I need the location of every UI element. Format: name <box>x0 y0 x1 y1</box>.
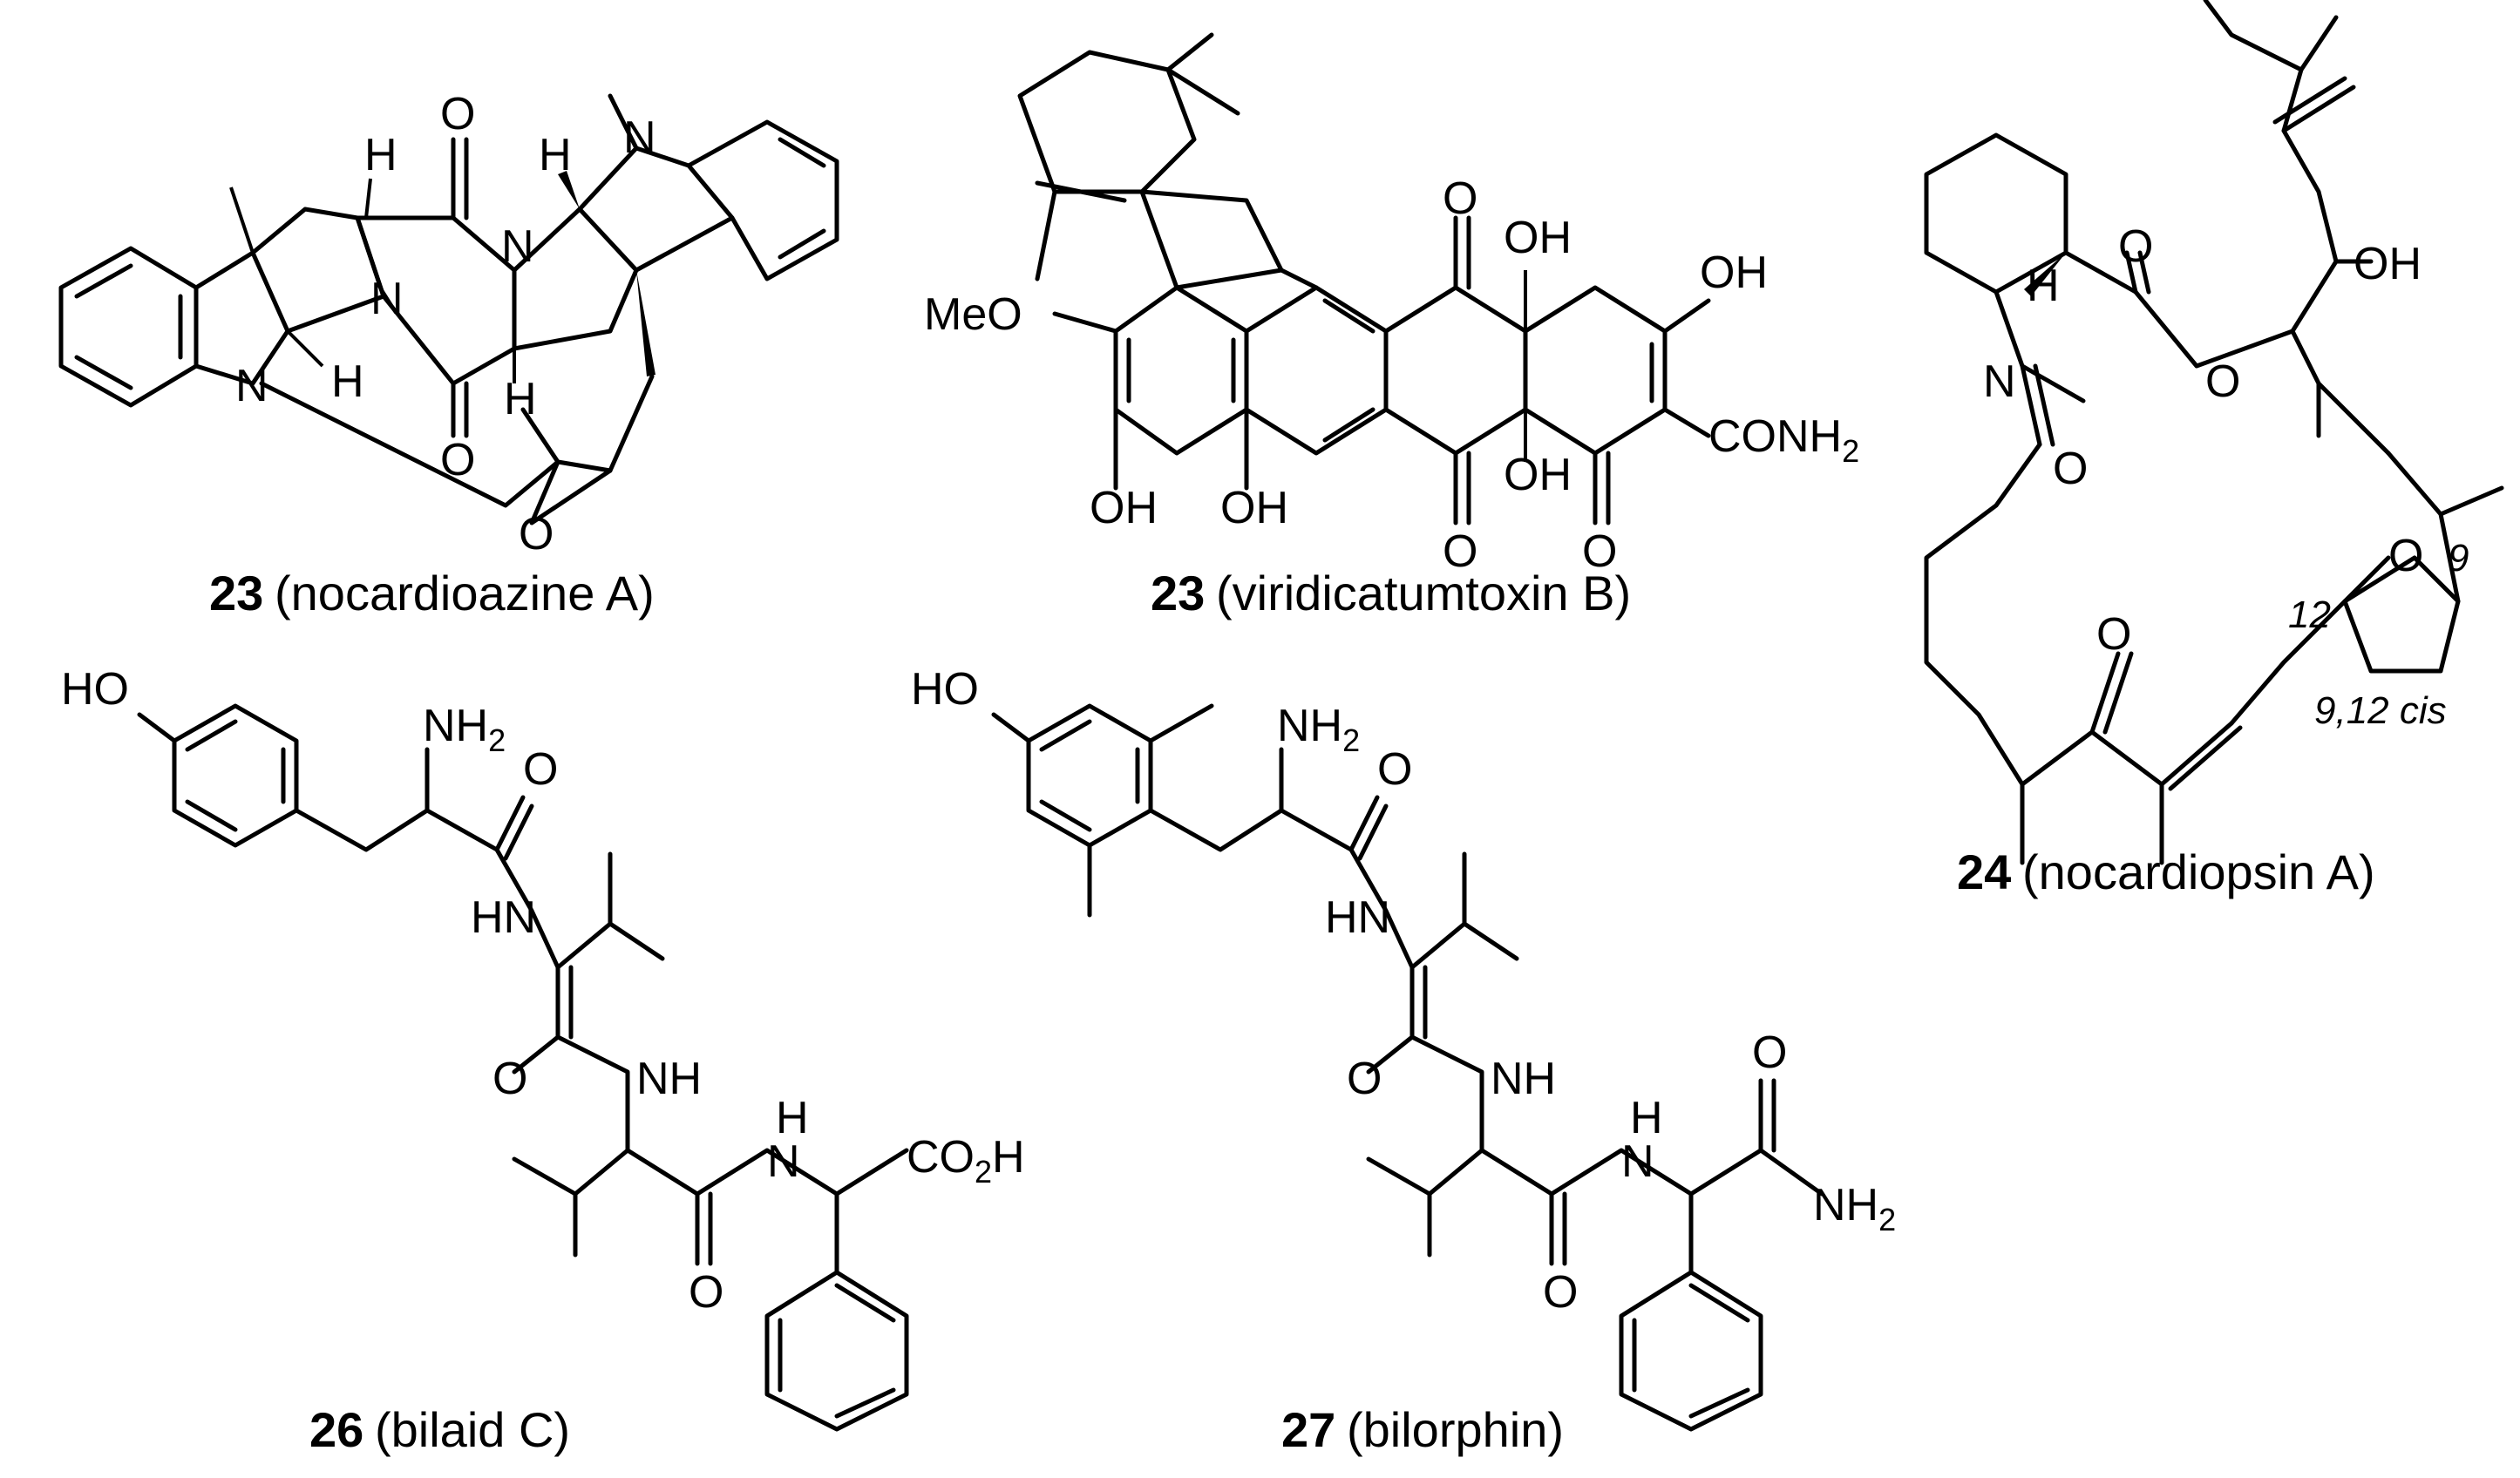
bilorphin-structure <box>991 703 1824 1432</box>
bilaid-name: (bilaid C) <box>375 1402 570 1457</box>
nocardiopsin-c12: 12 <box>2288 593 2331 636</box>
nocardioazine-n4: N <box>623 112 656 163</box>
bilorphin-amide-nh2: NH2 <box>1813 1180 1896 1237</box>
bilaid-hn: HN <box>471 892 536 943</box>
nocardiopsin-name: (nocardiopsin A) <box>2022 844 2375 899</box>
nocardioazine-benzene-left <box>58 246 199 408</box>
viridicatumtoxin-conh2: CONH2 <box>1708 411 1859 469</box>
bilorphin-name: (bilorphin) <box>1347 1402 1564 1457</box>
viridicatumtoxin-b-structure <box>1017 32 1711 525</box>
bilaid-nh: NH <box>636 1054 702 1104</box>
bilaid-o1: O <box>523 744 558 795</box>
nocardiopsin-o3: O <box>2053 444 2088 494</box>
bilorphin-o2: O <box>1347 1054 1382 1104</box>
nocardioazine-n3: N <box>501 221 534 272</box>
nocardioazine-h3: H <box>504 374 537 424</box>
nocardioazine-a-structure <box>58 93 839 525</box>
nocardioazine-number: 23 <box>209 566 263 620</box>
nocardioazine-h4: H <box>539 130 572 180</box>
nocardiopsin-n: N <box>1983 356 2016 407</box>
nocardioazine-o1: O <box>440 89 475 139</box>
nocardiopsin-o1: O <box>2118 221 2153 272</box>
nocardioazine-name: (nocardioazine A) <box>275 566 655 620</box>
bilorphin-o4: O <box>1752 1027 1787 1078</box>
nocardiopsin-stereo-note: 9,12 cis <box>2314 689 2447 732</box>
viridicatumtoxin-oh1: OH <box>1504 213 1572 263</box>
nocardiopsin-number: 24 <box>1957 844 2011 899</box>
nocardiopsin-o2: O <box>2205 356 2240 407</box>
nocardioazine-o3: O <box>519 509 554 559</box>
nocardioazine-o2: O <box>440 435 475 485</box>
bilaid-number: 26 <box>309 1402 363 1457</box>
viridicatumtoxin-meo: MeO <box>924 289 1022 340</box>
viridicatumtoxin-oh2: OH <box>1700 247 1768 298</box>
bilaid-h: H <box>776 1093 809 1143</box>
nocardiopsin-o5: O <box>2388 531 2423 581</box>
bilorphin-number: 27 <box>1281 1402 1335 1457</box>
nocardiopsin-oh: OH <box>2354 239 2422 289</box>
bilaid-n: N <box>767 1136 800 1187</box>
nocardiopsin-h: H <box>2027 261 2060 311</box>
bilaid-o2: O <box>492 1054 527 1104</box>
viridicatumtoxin-o3: O <box>1582 526 1617 577</box>
bilorphin-ho: HO <box>911 664 979 715</box>
viridicatumtoxin-oh4: OH <box>1090 483 1158 533</box>
nocardiopsin-a-structure <box>1924 0 2504 865</box>
bilorphin-o3: O <box>1543 1267 1578 1318</box>
viridicatumtoxin-oh5: OH <box>1220 483 1288 533</box>
nocardiopsin-c9: 9 <box>2448 537 2469 580</box>
bilaid-nh2: NH2 <box>423 701 506 758</box>
nocardioazine-h2: H <box>331 356 364 407</box>
bilorphin-h: H <box>1630 1093 1663 1143</box>
viridicatumtoxin-o1: O <box>1443 173 1477 224</box>
bilorphin-nh: NH <box>1491 1054 1556 1104</box>
bilaid-ho: HO <box>61 664 129 715</box>
nocardiopsin-o4: O <box>2096 609 2131 660</box>
bilorphin-hn: HN <box>1325 892 1390 943</box>
viridicatumtoxin-oh3: OH <box>1504 450 1572 500</box>
bilorphin-n: N <box>1621 1136 1654 1187</box>
viridicatumtoxin-name: (viridicatumtoxin B) <box>1216 566 1631 620</box>
nocardioazine-n2: N <box>370 274 404 324</box>
bilaid-c-structure <box>137 703 909 1432</box>
viridicatumtoxin-o2: O <box>1443 526 1477 577</box>
bilaid-o3: O <box>689 1267 723 1318</box>
nocardioazine-n1: N <box>235 361 268 411</box>
viridicatumtoxin-number: 23 <box>1151 566 1205 620</box>
bilorphin-nh2: NH2 <box>1277 701 1360 758</box>
bilorphin-o1: O <box>1377 744 1412 795</box>
nocardioazine-h1: H <box>364 130 397 180</box>
bilaid-co2h: CO2H <box>907 1132 1025 1190</box>
